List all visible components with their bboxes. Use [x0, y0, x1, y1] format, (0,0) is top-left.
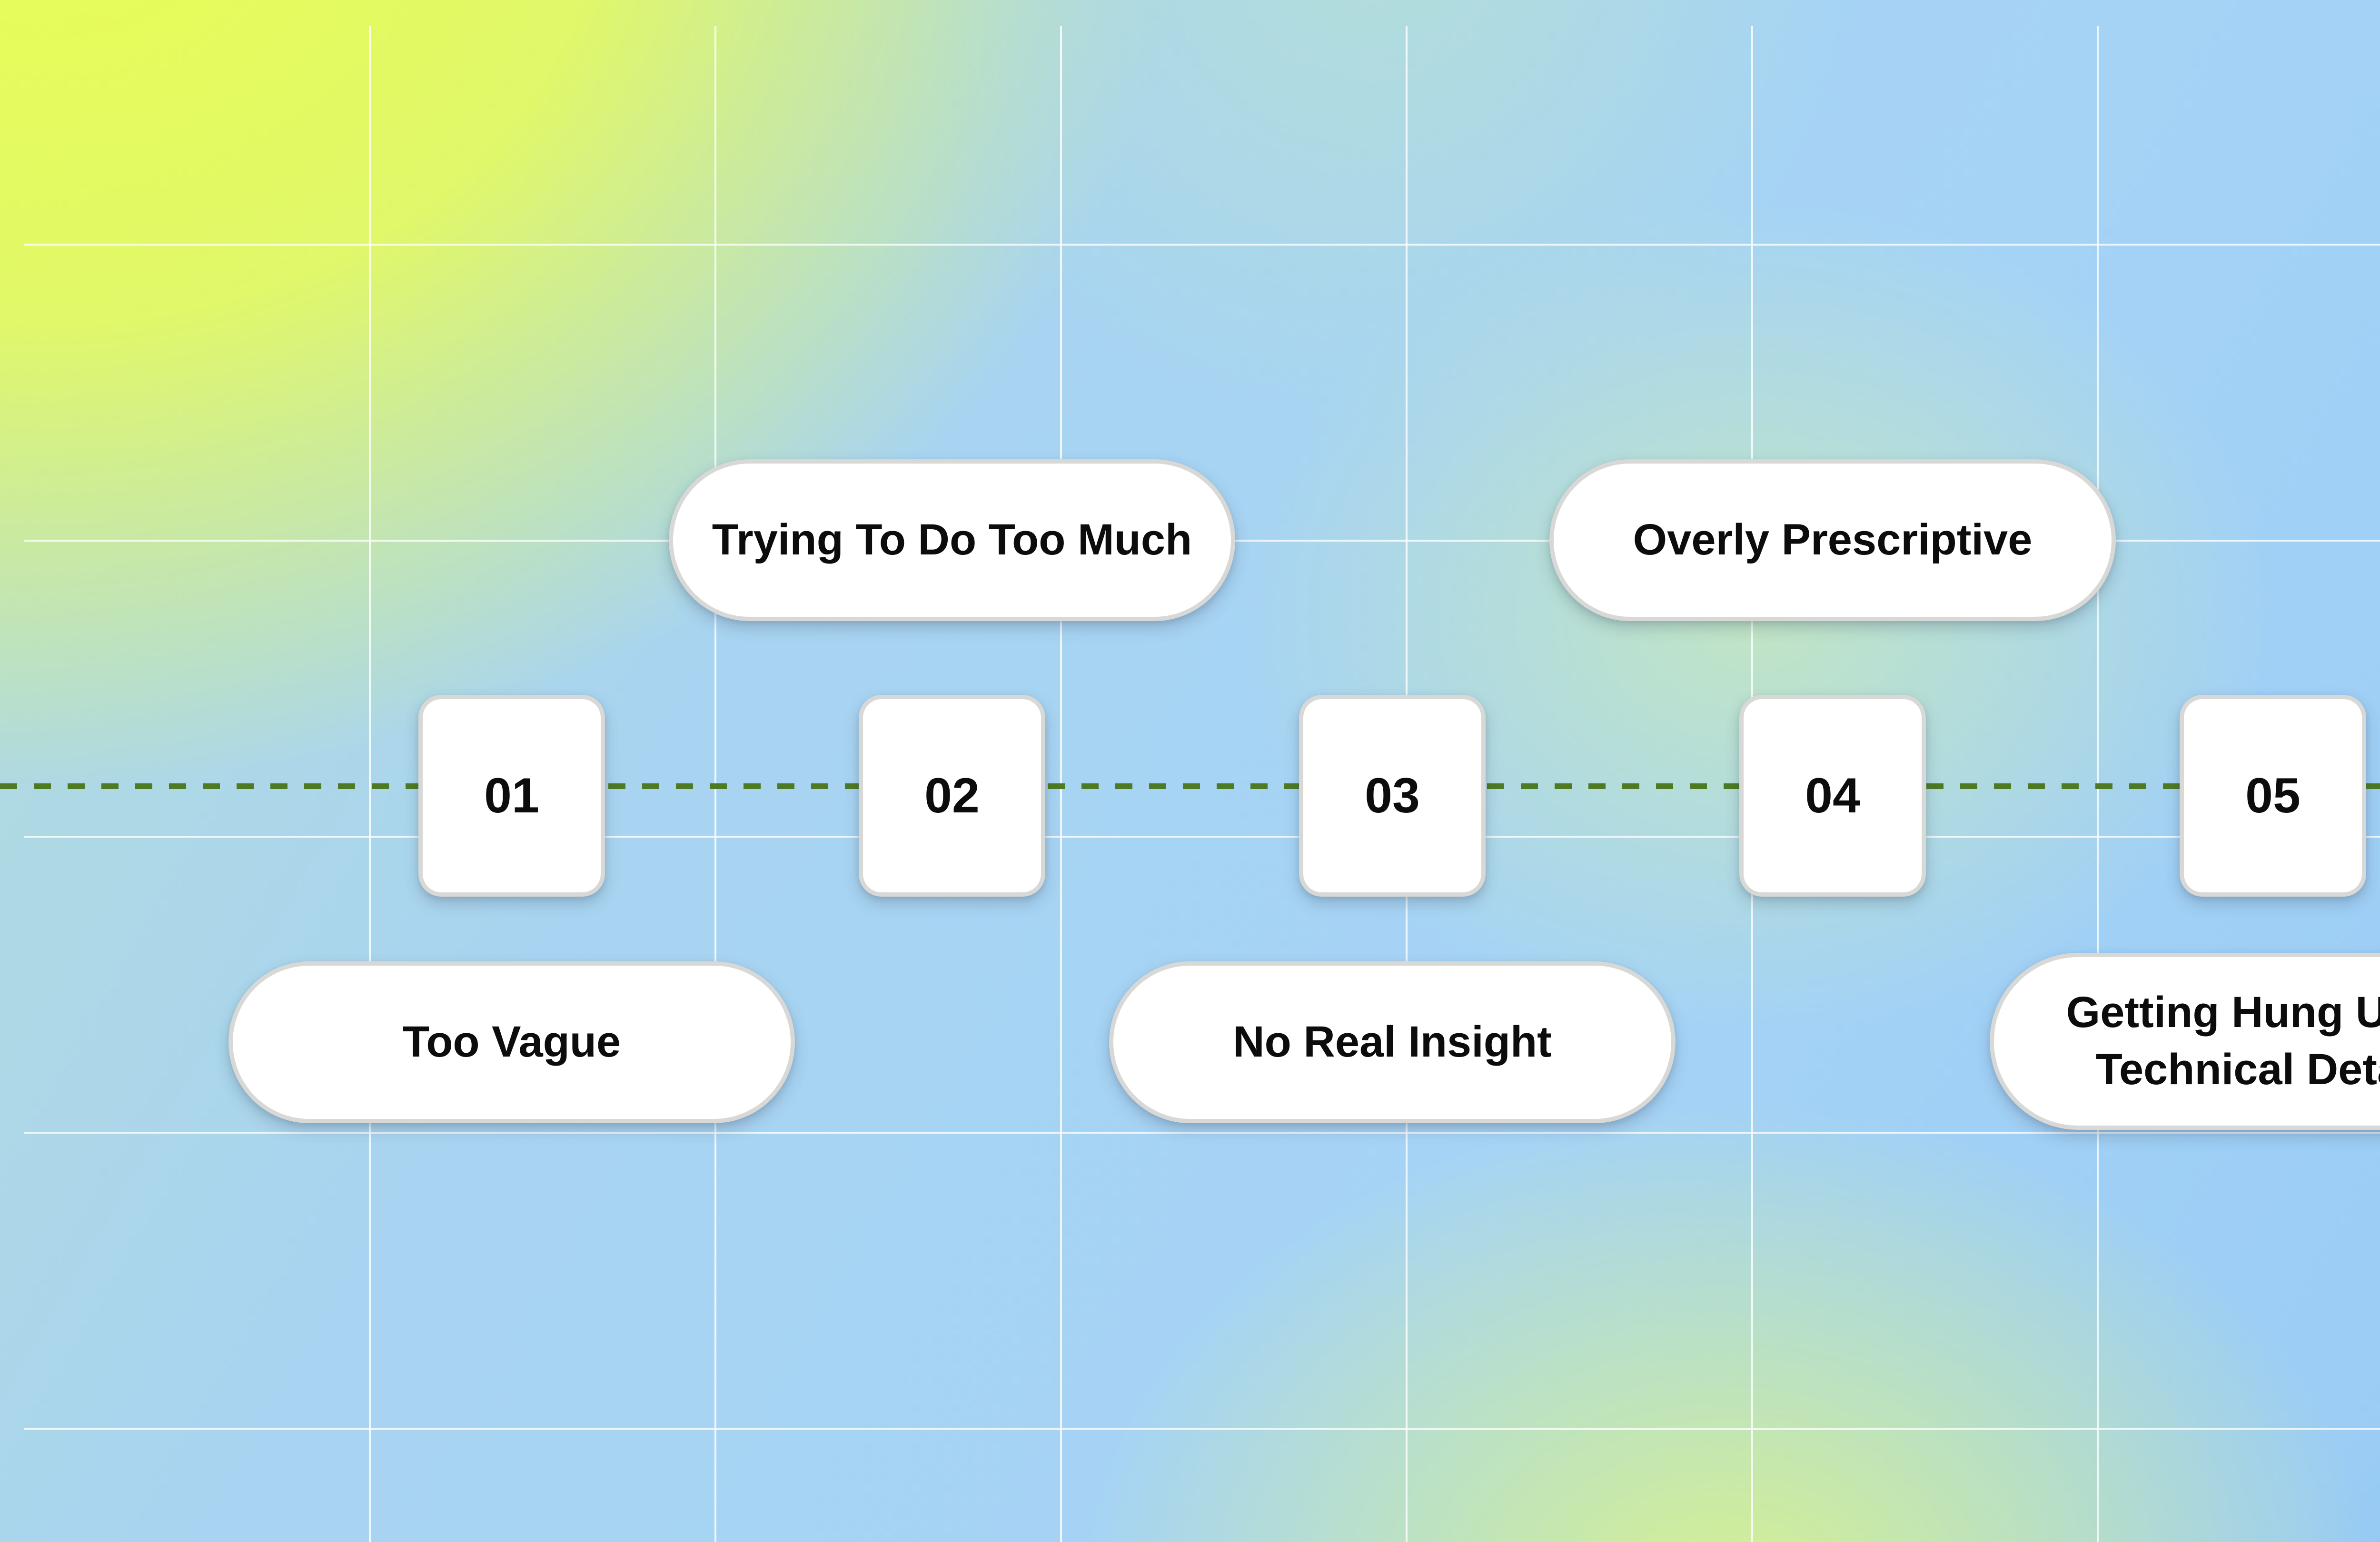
step-number-box: 02 — [859, 695, 1045, 897]
step-label: Getting Hung Up on Technical Details — [2066, 988, 2380, 1094]
step-number: 02 — [924, 768, 980, 823]
grid-line-horizontal — [24, 1132, 2380, 1134]
step-label: Overly Prescriptive — [1633, 515, 2033, 564]
step-label: No Real Insight — [1233, 1018, 1552, 1067]
step-number-box: 01 — [418, 695, 605, 897]
step-number-box: 03 — [1299, 695, 1486, 897]
step-label-pill: Getting Hung Up on Technical Details — [1990, 953, 2380, 1130]
step-label-pill: Overly Prescriptive — [1549, 459, 2116, 621]
step-label: Too Vague — [402, 1018, 621, 1067]
timeline-dashed-line — [0, 783, 2380, 789]
step-label-pill: No Real Insight — [1109, 961, 1676, 1123]
grid-line-horizontal — [24, 1428, 2380, 1430]
grid-line-horizontal — [24, 836, 2380, 838]
step-number-box: 05 — [2180, 695, 2366, 897]
step-number: 05 — [2245, 768, 2301, 823]
step-number: 01 — [484, 768, 539, 823]
step-label-pill: Trying To Do Too Much — [669, 459, 1235, 621]
step-number-box: 04 — [1739, 695, 1926, 897]
step-number: 04 — [1805, 768, 1860, 823]
step-label: Trying To Do Too Much — [712, 515, 1192, 564]
step-number: 03 — [1365, 768, 1420, 823]
step-label-pill: Too Vague — [228, 961, 795, 1123]
grid-line-horizontal — [24, 244, 2380, 246]
